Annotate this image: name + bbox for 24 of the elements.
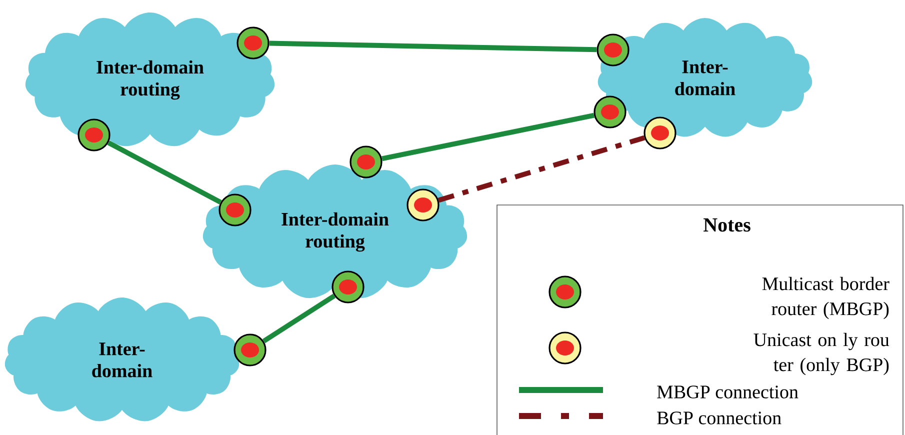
router-icon <box>236 26 270 60</box>
router-icon <box>406 188 440 222</box>
router-icon <box>78 118 110 152</box>
connection-line <box>107 140 222 205</box>
legend-text: Multicast border router (MBGP) <box>762 276 890 320</box>
router-icon <box>644 116 676 150</box>
router-icon <box>332 270 364 304</box>
legend-text: Unicast on ly rou ter (only BGP) <box>754 332 890 376</box>
cloud: Inter-domain routing <box>25 12 275 146</box>
router-icon <box>350 146 382 178</box>
cloud: Inter-domain <box>4 298 240 422</box>
connection-line <box>262 294 336 344</box>
router-icon <box>594 96 626 128</box>
legend-title: Notes <box>704 218 750 232</box>
router-icon <box>596 34 630 66</box>
legend-text: MBGP connection <box>657 386 798 398</box>
connection-line <box>381 112 595 162</box>
router-icon <box>218 194 252 226</box>
cloud: Inter-domain <box>598 18 812 137</box>
router-icon <box>234 334 266 366</box>
connection-line <box>269 40 597 52</box>
cloud: Inter-domain routing <box>202 164 468 298</box>
legend-text: BGP connection <box>657 412 782 424</box>
connection-line <box>438 135 646 203</box>
